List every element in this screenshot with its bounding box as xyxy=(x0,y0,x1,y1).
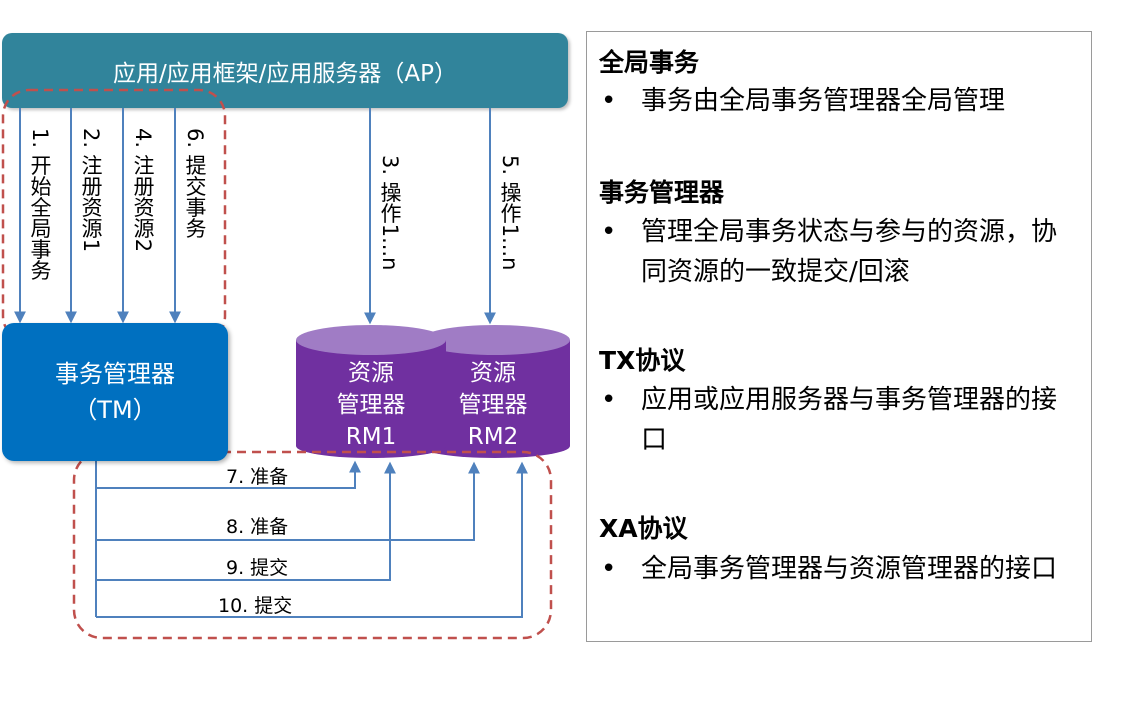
dashed-group-xa xyxy=(72,450,553,640)
arrow-step-10 xyxy=(96,461,528,618)
step-10-label: 10. 提交 xyxy=(218,595,293,617)
bullet-dot: • xyxy=(601,217,617,247)
section-bullet-tx-protocol: • 应用或应用服务器与事务管理器的接口 xyxy=(587,380,1081,460)
diagram-lines xyxy=(1,88,570,640)
step-4-label: 4. 注册资源2 xyxy=(131,128,155,253)
bullet-dot: • xyxy=(601,385,617,415)
tm-abbrev: （TM） xyxy=(73,396,157,424)
rm1-cylinder xyxy=(296,325,446,458)
step-8-label: 8. 准备 xyxy=(226,516,289,538)
step-9-label: 9. 提交 xyxy=(226,557,289,579)
section-title-xa-protocol: XA协议 xyxy=(599,514,688,543)
tm-box: 事务管理器 （TM） xyxy=(2,323,228,461)
section-title-global-tx: 全局事务 xyxy=(599,48,700,77)
arrow-step-7 xyxy=(96,460,361,489)
step-3-label: 3. 操作1...n xyxy=(378,155,402,271)
section-bullet-tm: • 管理全局事务状态与参与的资源，协同资源的一致提交/回滚 xyxy=(587,212,1081,292)
rm2-label: 资源 管理器 RM2 xyxy=(458,360,528,450)
arrow-step-9 xyxy=(96,461,396,581)
tm-label: 事务管理器 xyxy=(55,360,175,388)
section-bullet-global-tx: • 事务由全局事务管理器全局管理 xyxy=(587,81,1081,121)
step-6-label: 6. 提交事务 xyxy=(183,128,207,239)
step-5-label: 5. 操作1...n xyxy=(498,155,522,271)
rm1-label: 资源 管理器 RM1 xyxy=(336,360,406,450)
ap-label: 应用/应用框架/应用服务器（AP） xyxy=(112,60,458,87)
section-title-tm: 事务管理器 xyxy=(599,178,725,207)
info-panel: 全局事务 • 事务由全局事务管理器全局管理 事务管理器 • 管理全局事务状态与参… xyxy=(586,31,1092,642)
rm2-cylinder xyxy=(420,325,570,458)
section-title-tx-protocol: TX协议 xyxy=(599,346,686,375)
arrow-step-8 xyxy=(96,461,480,541)
bullet-dot: • xyxy=(601,86,617,116)
ap-box: 应用/应用框架/应用服务器（AP） xyxy=(2,33,568,108)
step-1-label: 1. 开始全局事务 xyxy=(28,128,52,281)
bullet-dot: • xyxy=(601,554,617,584)
section-bullet-xa-protocol: • 全局事务管理器与资源管理器的接口 xyxy=(587,549,1081,589)
step-2-label: 2. 注册资源1 xyxy=(79,128,103,253)
step-7-label: 7. 准备 xyxy=(226,466,289,488)
